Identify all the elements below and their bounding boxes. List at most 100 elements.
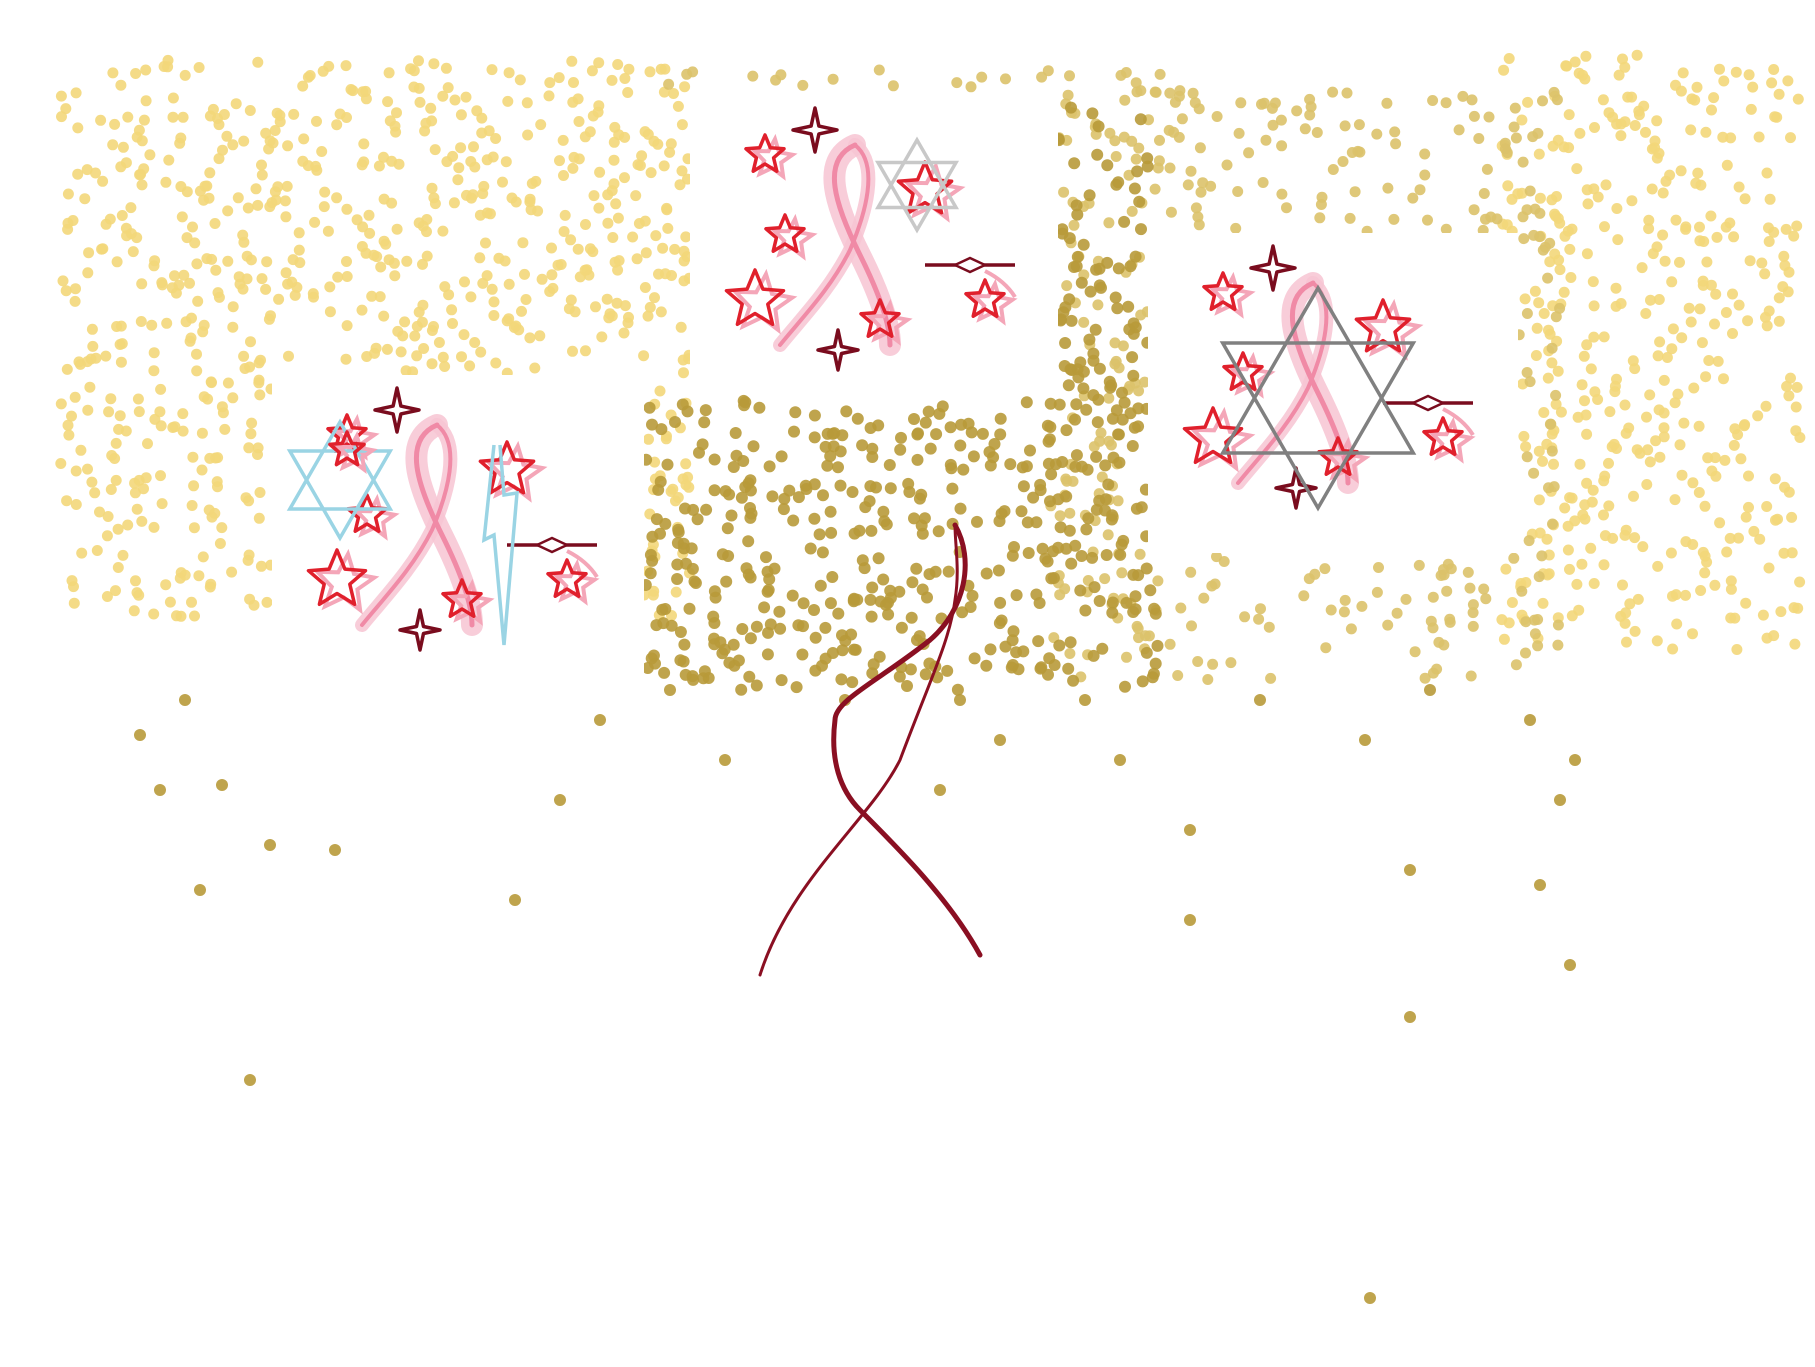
confetti-dot-icon [1536,550,1548,562]
confetti-dot-icon [86,323,98,335]
confetti-dot-icon [270,194,282,206]
confetti-dot-icon [133,589,145,601]
confetti-dot-icon [1440,223,1452,235]
confetti-dot-icon [1080,523,1093,536]
confetti-dot-icon [618,327,630,339]
confetti-dot-icon [516,305,527,317]
confetti-dot-icon [1785,372,1796,384]
confetti-dot-icon [1132,569,1145,582]
confetti-dot-icon [683,602,696,615]
confetti-dot-icon [1192,211,1204,223]
confetti-dot-icon [1071,208,1084,221]
confetti-dot-icon [1008,541,1020,553]
confetti-dot-icon [1599,221,1610,233]
confetti-dot-icon [1063,232,1076,245]
confetti-dot-icon [138,483,149,495]
confetti-dot-icon [994,596,1007,609]
confetti-dot-icon [1697,275,1709,287]
confetti-dot-icon [1706,104,1717,116]
confetti-dot-icon [1694,221,1705,233]
confetti-dot-icon [417,258,428,270]
confetti-dot-icon [72,168,84,180]
confetti-dot-icon [716,548,729,561]
confetti-dot-icon [503,67,515,79]
confetti-dot-icon [273,293,285,305]
confetti-dot-icon [1760,400,1772,412]
confetti-dot-icon [638,350,650,362]
confetti-dot-icon [1185,566,1197,578]
confetti-dot-icon [619,300,631,312]
confetti-dot-icon [1727,328,1738,339]
confetti-dot-icon [70,283,81,295]
confetti-dot-icon [1531,322,1543,334]
confetti-dot-icon [1239,611,1251,623]
confetti-dot-icon [834,445,847,458]
confetti-dot-icon [984,643,997,656]
confetti-dot-icon [1006,634,1019,647]
confetti-dot-icon [1519,293,1531,305]
confetti-dot-icon [1740,511,1752,523]
confetti-dot-icon [448,197,460,209]
confetti-dot-icon [980,659,993,672]
confetti-dot-icon [196,464,208,476]
confetti-dot-icon [967,450,980,463]
confetti-dot-icon [535,119,547,131]
confetti-dot-icon [608,136,620,148]
confetti-dot-icon [197,551,209,563]
confetti-dot-icon [819,621,832,634]
confetti-dot-icon [70,499,82,510]
confetti-dot-icon [1592,394,1604,405]
confetti-dot-icon [1133,195,1146,208]
confetti-dot-icon [1112,262,1125,275]
confetti-dot-icon [1622,91,1634,103]
confetti-dot-icon [1382,182,1394,194]
confetti-dot-icon [1562,520,1574,532]
confetti-dot-icon [1586,496,1598,508]
confetti-dot-icon [1518,430,1530,442]
confetti-dot-icon [1576,558,1588,570]
panel-left [272,375,644,695]
confetti-dot-icon [227,301,239,313]
confetti-dot-icon [179,69,191,81]
confetti-dot-icon [1510,132,1522,144]
confetti-dot-icon [1554,264,1566,276]
confetti-dot-icon [1705,210,1717,222]
confetti-dot-icon [103,406,115,418]
confetti-dot-icon [222,255,234,267]
confetti-dot-icon [429,144,441,156]
confetti-dot-icon [1467,620,1479,632]
confetti-dot-icon [209,507,221,519]
confetti-dot-icon [1711,231,1723,243]
confetti-dot-icon [102,511,114,522]
confetti-dot-icon [243,442,255,454]
confetti-dot-icon [368,249,380,261]
confetti-dot-icon [1169,96,1181,108]
confetti-dot-icon [1063,293,1076,306]
confetti-dot-icon [873,64,885,76]
confetti-dot-icon [1659,255,1671,267]
confetti-dot-icon [1116,567,1128,579]
confetti-dot-icon [1400,593,1412,605]
confetti-dot-icon [1093,595,1106,607]
confetti-dot-icon [631,253,643,265]
confetti-dot-icon [1071,250,1084,263]
confetti-dot-icon [836,429,849,442]
shooting-star-head [952,256,988,274]
confetti-dot-icon [1230,222,1242,234]
confetti-dot-icon [708,484,721,497]
confetti-dot-icon [331,119,343,131]
confetti-dot-icon [1257,177,1269,188]
confetti-dot-icon [269,125,281,136]
confetti-dot-icon [209,218,221,229]
confetti-dot-icon [880,599,892,611]
confetti-dot-icon [1613,69,1625,81]
confetti-dot-icon [156,279,168,291]
confetti-dot-icon [1202,674,1214,685]
confetti-dot-icon [437,225,449,237]
confetti-dot-icon [1658,422,1670,434]
confetti-dot-icon [1113,362,1125,374]
confetti-dot-icon [455,109,467,121]
confetti-dot-icon [1327,86,1339,98]
confetti-dot-icon [1689,94,1701,106]
confetti-dot-icon [230,98,242,110]
